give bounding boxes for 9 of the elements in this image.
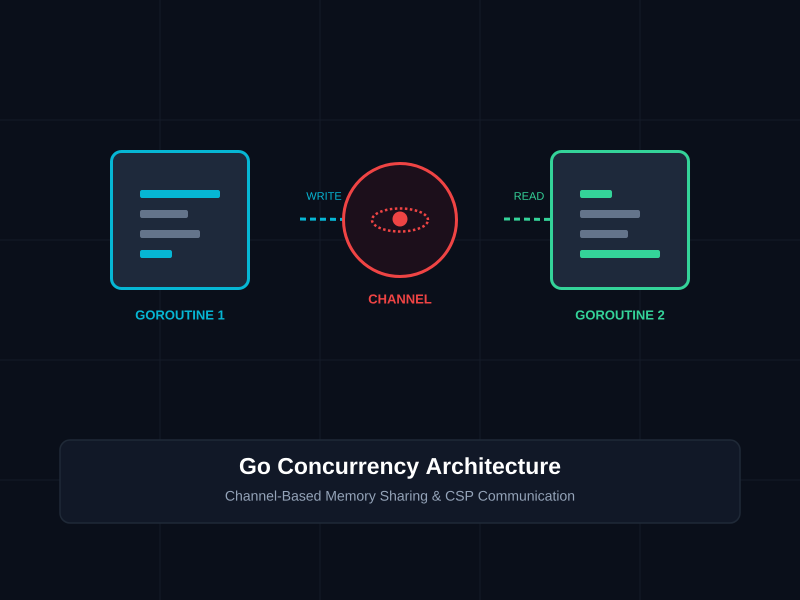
- dashed-connector: [300, 218, 342, 221]
- edge-label: READ: [512, 190, 546, 202]
- node-label: GOROUTINE 2: [576, 310, 664, 320]
- dashed-connector: [504, 218, 550, 221]
- node-label: CHANNEL: [368, 294, 432, 304]
- node-label: GOROUTINE 1: [136, 310, 224, 320]
- edge-label: WRITE: [304, 190, 344, 202]
- title: Go Concurrency Architecture: [240, 457, 560, 479]
- subtitle: Channel-Based Memory Sharing & CSP Communication: [226, 490, 574, 504]
